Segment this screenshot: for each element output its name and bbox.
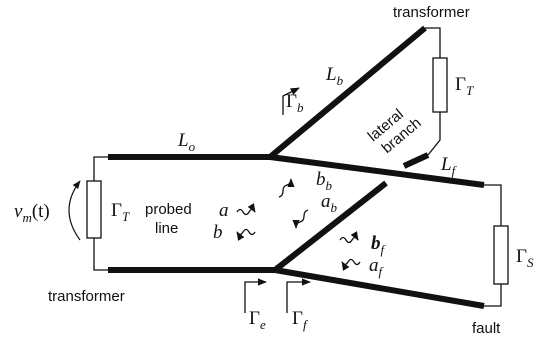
fault-branch-lower-conductor bbox=[274, 267, 485, 309]
lateral-branch-upper-conductor bbox=[268, 25, 427, 160]
wave-arrows bbox=[236, 178, 361, 271]
L-o-label: Lo bbox=[177, 130, 196, 154]
v-m-label: vm(t) bbox=[14, 201, 50, 225]
wave-ab-backward bbox=[292, 209, 309, 229]
wave-a-forward bbox=[236, 203, 256, 216]
wave-bb-forward bbox=[278, 178, 295, 198]
thin-wires bbox=[93, 27, 502, 307]
left-termination-wire-bottom bbox=[93, 238, 108, 271]
fault-impedance-box bbox=[493, 225, 509, 285]
a-label: a bbox=[219, 200, 229, 221]
gamma-f-marker bbox=[286, 278, 311, 313]
top-transformer-wire-bottom bbox=[427, 112, 441, 156]
gamma-S-label: ΓS bbox=[516, 246, 534, 270]
gamma-e-label: Γe bbox=[249, 308, 266, 332]
voltage-arc bbox=[68, 180, 81, 241]
wave-b-backward bbox=[236, 228, 256, 241]
wave-bf-forward bbox=[339, 231, 359, 244]
left-impedance-box bbox=[86, 180, 102, 239]
probed-line-label: probed bbox=[145, 201, 192, 218]
top-transformer-wire bbox=[425, 27, 441, 58]
lateral-branch-lower-conductor bbox=[273, 180, 388, 273]
fault-wire-top bbox=[484, 184, 502, 226]
reference-plane-markers bbox=[244, 87, 311, 313]
b-label: b bbox=[213, 222, 223, 243]
transformer-top-label: transformer bbox=[393, 4, 470, 21]
a-f-label: af bbox=[369, 255, 385, 279]
a-b-label: ab bbox=[321, 191, 338, 215]
gamma-e-marker bbox=[244, 278, 267, 313]
wave-af-backward bbox=[341, 258, 361, 271]
gamma-b-marker bbox=[282, 87, 300, 115]
fault-branch-upper-conductor bbox=[269, 154, 485, 188]
fault-wire-bottom bbox=[484, 284, 502, 307]
gamma-b-label: Γb bbox=[286, 91, 304, 115]
top-impedance-box bbox=[432, 57, 448, 113]
L-b-label: Lb bbox=[325, 64, 344, 88]
left-termination-wire bbox=[93, 156, 108, 181]
probed-line-label-2: line bbox=[155, 220, 178, 237]
fault-label: fault bbox=[472, 320, 501, 337]
b-b-label: bb bbox=[316, 169, 333, 193]
lateral-branch-stub bbox=[402, 152, 430, 169]
gamma-f-label: Γf bbox=[292, 308, 309, 332]
gamma-T-right-label: ΓT bbox=[455, 74, 474, 98]
transformer-left-label: transformer bbox=[48, 288, 125, 305]
conductors bbox=[108, 25, 485, 309]
gamma-T-left-label: ΓT bbox=[111, 200, 130, 224]
b-f-label: bf bbox=[371, 233, 387, 257]
lateral-branch-label: lateral branch bbox=[365, 101, 425, 159]
L-f-label: Lf bbox=[440, 154, 458, 178]
